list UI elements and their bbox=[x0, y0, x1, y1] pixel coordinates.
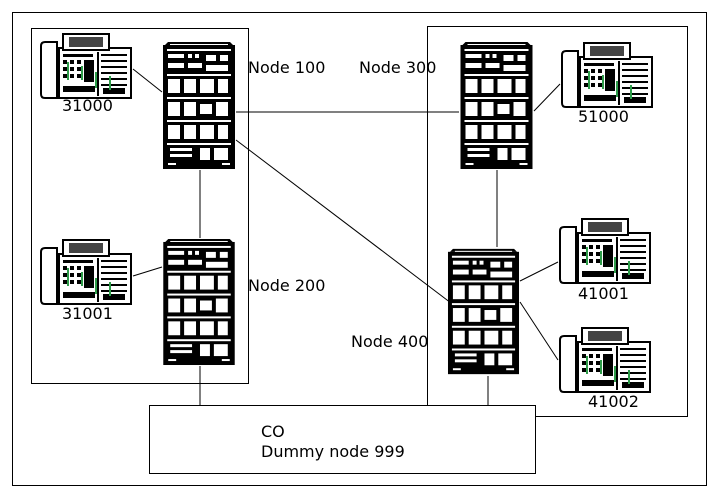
link-41002-400 bbox=[519, 301, 559, 361]
link-31000-100 bbox=[132, 68, 163, 93]
co-dummy-node-label: Dummy node 999 bbox=[261, 442, 405, 461]
site-left-group bbox=[31, 28, 249, 384]
node-400-label: Node 400 bbox=[351, 332, 429, 351]
link-51000-300 bbox=[533, 83, 561, 112]
co-label: CO bbox=[261, 422, 285, 441]
outer-frame bbox=[12, 12, 707, 486]
server-icon bbox=[163, 42, 235, 169]
node-100-label: Node 100 bbox=[248, 58, 326, 77]
phone-41001-label: 41001 bbox=[578, 284, 629, 303]
phone-31001-label: 31001 bbox=[62, 304, 113, 323]
site-right-group bbox=[427, 26, 688, 417]
phone-31000-label: 31000 bbox=[62, 96, 113, 115]
co-box bbox=[149, 405, 536, 474]
phone-icon bbox=[40, 33, 132, 99]
server-icon bbox=[163, 238, 235, 366]
phone-51000-label: 51000 bbox=[578, 107, 629, 126]
node-300-label: Node 300 bbox=[359, 58, 437, 77]
link-100-400 bbox=[235, 139, 452, 304]
phone-icon bbox=[559, 327, 651, 393]
server-icon bbox=[447, 248, 520, 375]
phone-41002-label: 41002 bbox=[588, 392, 639, 411]
server-icon bbox=[460, 42, 533, 169]
node-200-label: Node 200 bbox=[248, 276, 326, 295]
link-41001-400 bbox=[519, 261, 559, 282]
phone-icon bbox=[559, 218, 651, 284]
phone-icon bbox=[40, 239, 132, 305]
link-31001-200 bbox=[132, 266, 163, 277]
phone-icon bbox=[561, 42, 653, 108]
